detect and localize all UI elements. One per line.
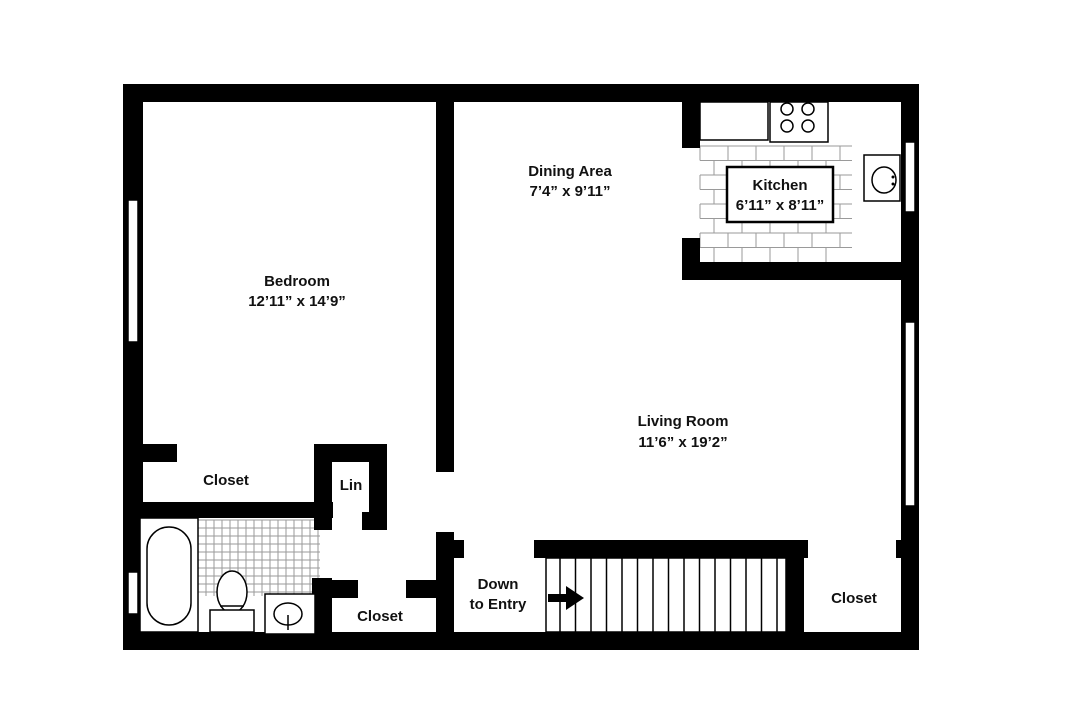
stairs-label-line2: to Entry — [470, 596, 527, 613]
living-room-name: Living Room — [638, 413, 729, 430]
dining-name: Dining Area — [528, 163, 612, 180]
bath-tile-floor — [197, 519, 320, 596]
kitchen-counter — [699, 101, 769, 141]
dining-dims: 7’4” x 9’11” — [530, 183, 611, 200]
bathroom-sink-icon — [264, 593, 316, 635]
entry-closet-label: Closet — [831, 590, 877, 607]
living-room-dims: 11’6” x 19’2” — [638, 434, 727, 451]
stairs-label: Down to Entry — [470, 576, 527, 613]
bedroom-label: Bedroom 12’11” x 14’9” — [248, 273, 346, 310]
arrow-right-icon — [548, 586, 584, 610]
kitchen-name: Kitchen — [752, 177, 807, 194]
bedroom-dims: 12’11” x 14’9” — [248, 293, 346, 310]
toilet-icon — [209, 570, 255, 633]
bathtub-icon — [139, 517, 199, 633]
living-room-label: Living Room 11’6” x 19’2” — [638, 413, 729, 451]
linen-closet-label: Lin — [340, 477, 363, 494]
hall-closet-label: Closet — [357, 608, 403, 625]
bedroom-name: Bedroom — [264, 273, 330, 290]
stove-icon — [769, 101, 829, 143]
kitchen-label: Kitchen 6’11” x 8’11” — [736, 177, 824, 214]
interior-walls — [141, 100, 904, 650]
dining-label: Dining Area 7’4” x 9’11” — [528, 163, 612, 200]
kitchen-label-box — [725, 165, 835, 224]
kitchen-dims: 6’11” x 8’11” — [736, 197, 824, 214]
staircase — [545, 557, 787, 633]
bedroom-closet-label: Closet — [203, 472, 249, 489]
stairs-label-line1: Down — [478, 576, 519, 593]
windows — [127, 141, 916, 615]
kitchen-sink-icon — [863, 154, 901, 202]
